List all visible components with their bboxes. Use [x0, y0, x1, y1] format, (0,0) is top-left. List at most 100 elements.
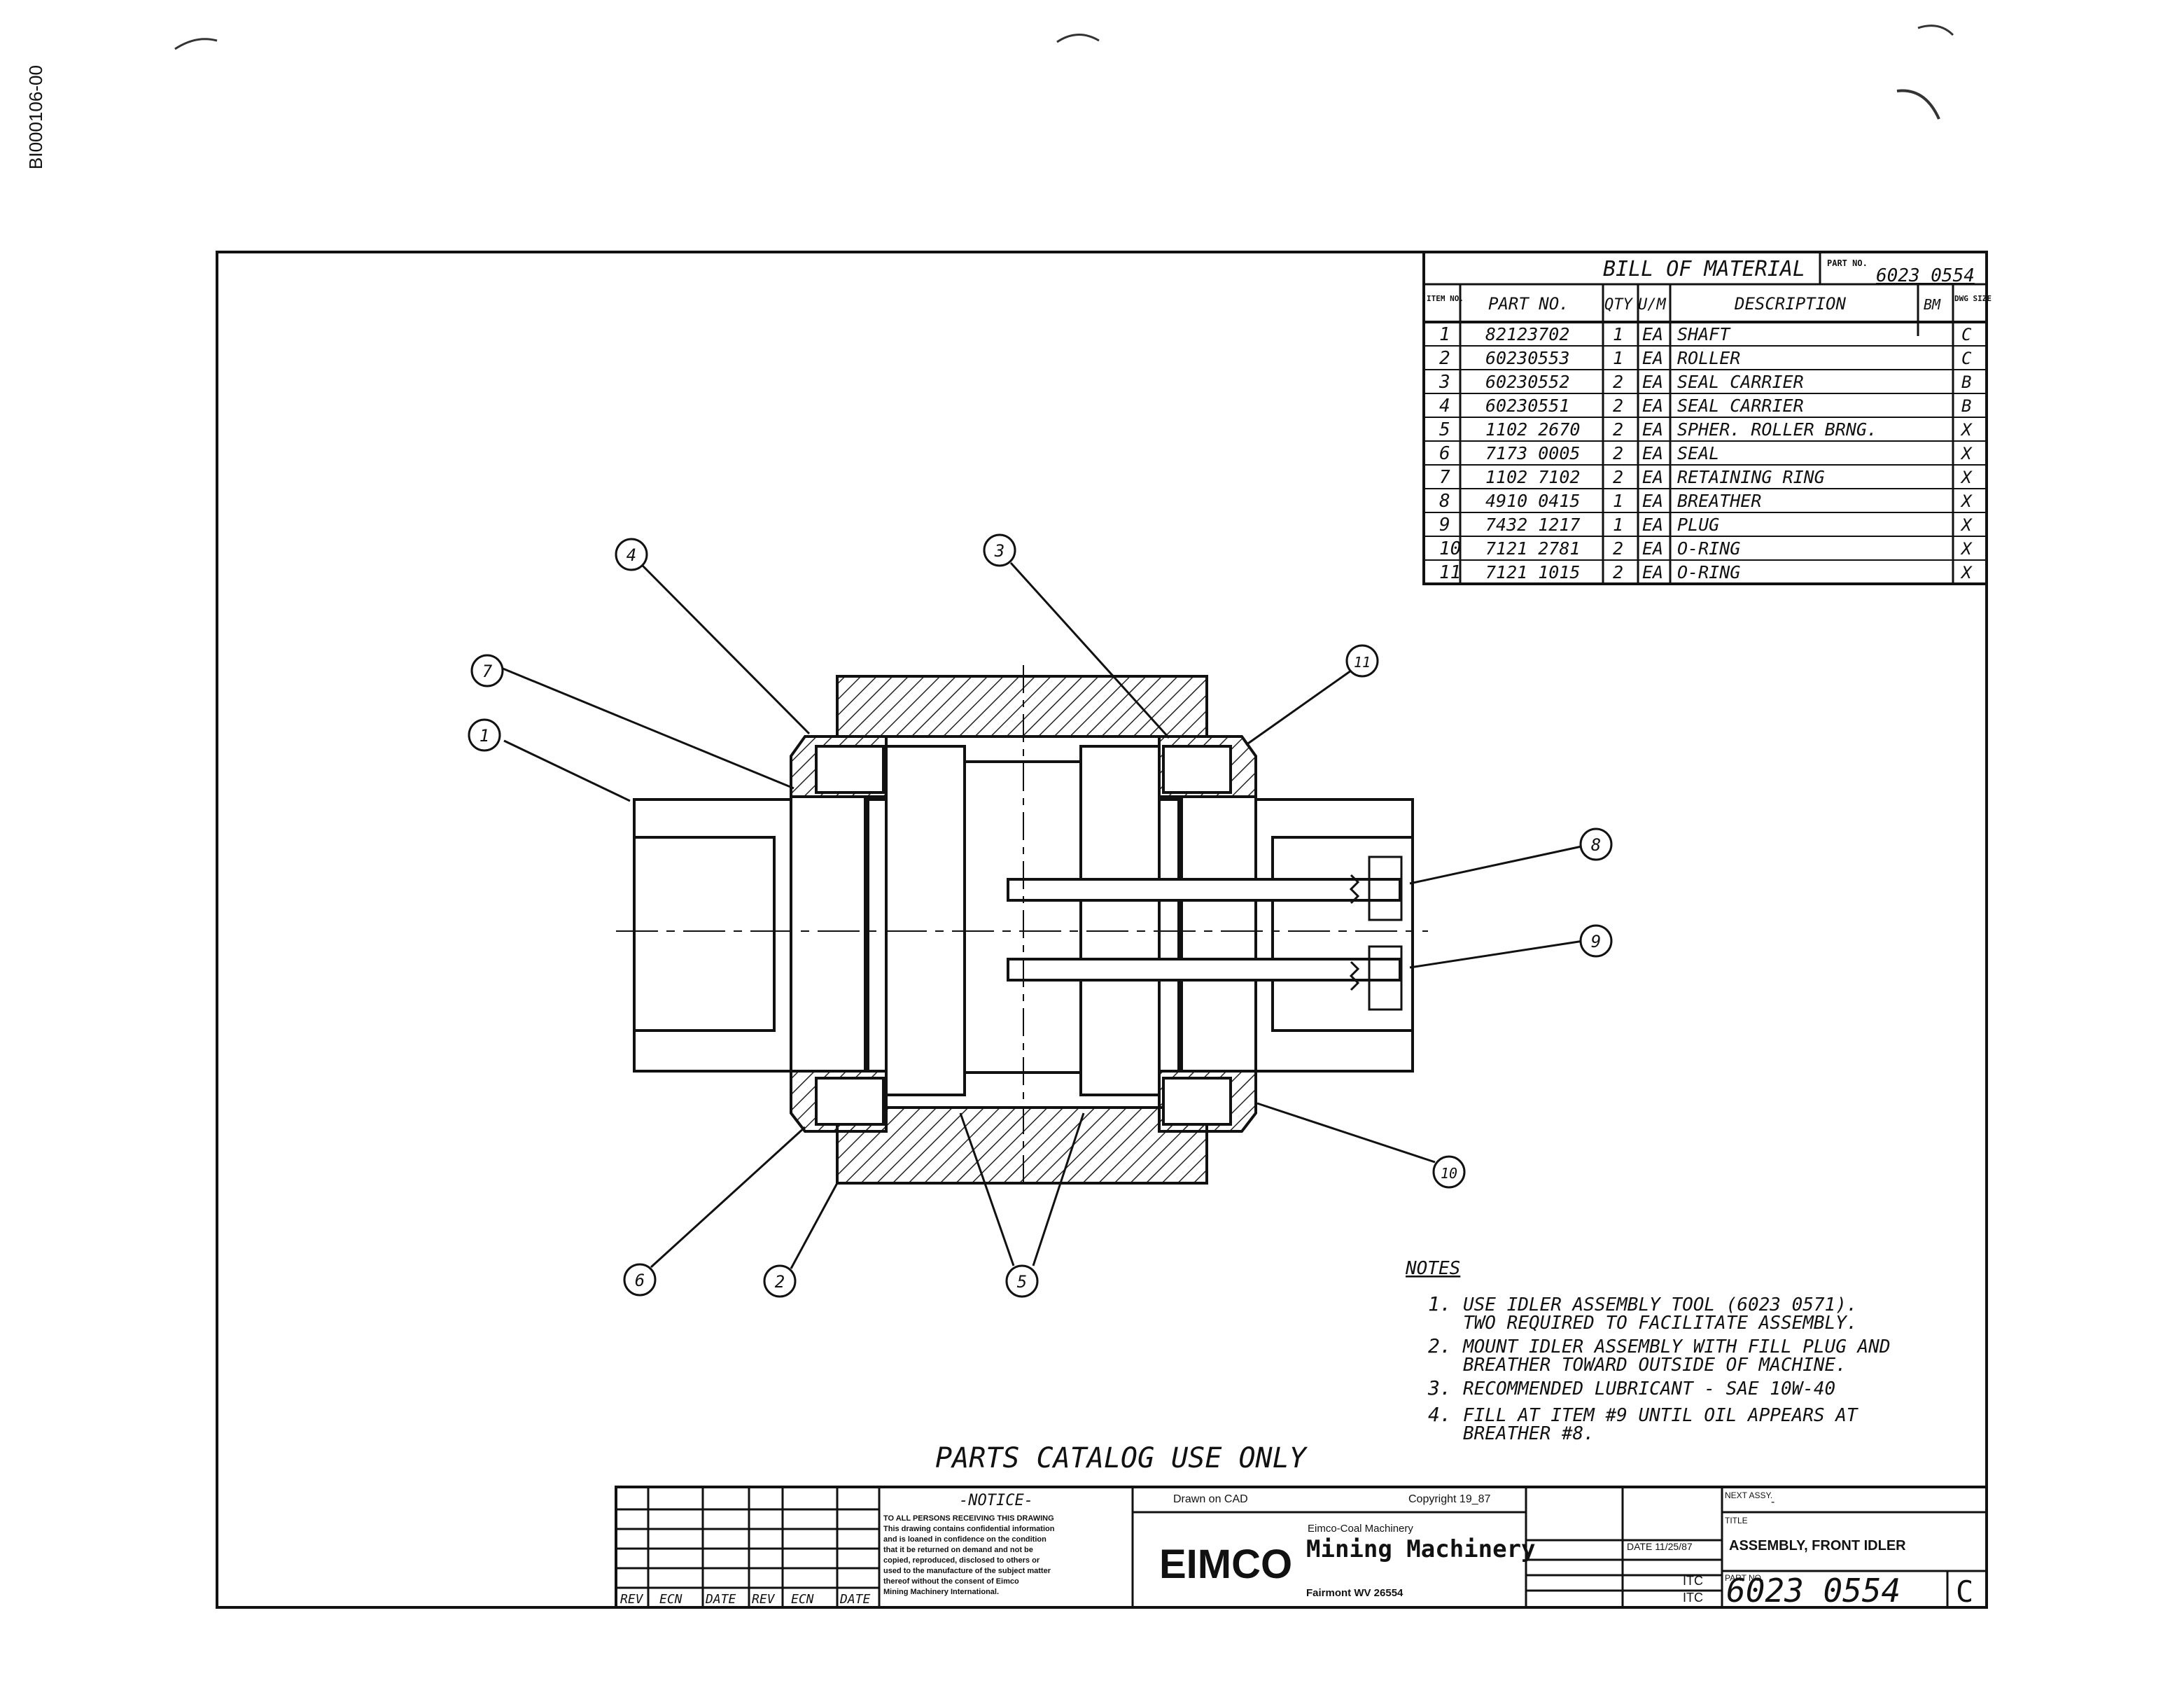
- bom-row-description: SEAL CARRIER: [1677, 372, 1804, 392]
- bom-rows-frame: [1422, 321, 1988, 585]
- balloon-number: 2: [775, 1272, 785, 1292]
- bom-row-qty: 2: [1613, 419, 1623, 440]
- bom-row-dwg-size: C: [1961, 349, 1972, 368]
- bom-row-qty: 2: [1613, 467, 1623, 487]
- bom-row-dwg-size: X: [1960, 420, 1973, 440]
- notice-line: copied, reproduced, disclosed to others …: [883, 1556, 1040, 1565]
- idler-assembly-section: [616, 665, 1428, 1190]
- note-number: 1.: [1428, 1292, 1452, 1315]
- bom-row-qty: 1: [1613, 515, 1623, 535]
- bom-row-um: EA: [1642, 324, 1663, 344]
- balloon-number: 8: [1591, 835, 1601, 855]
- scan-mark: [1896, 89, 1940, 120]
- bom-row-um: EA: [1642, 515, 1663, 535]
- note-line: MOUNT IDLER ASSEMBLY WITH FILL PLUG AND: [1462, 1336, 1890, 1357]
- bom-row-um: EA: [1642, 538, 1663, 559]
- revision-header: ECN: [659, 1592, 682, 1607]
- bom-row-description: SEAL CARRIER: [1677, 396, 1804, 416]
- bom-header-description: DESCRIPTION: [1734, 294, 1846, 314]
- bom-row-description: SHAFT: [1677, 324, 1731, 344]
- bom-row-qty: 2: [1613, 396, 1623, 416]
- note-line: BREATHER TOWARD OUTSIDE OF MACHINE.: [1463, 1355, 1847, 1376]
- bom-row-qty: 2: [1613, 443, 1623, 463]
- bom-row-item: 8: [1439, 491, 1450, 512]
- bearing-left: [885, 745, 966, 1096]
- notice-title: -NOTICE-: [959, 1492, 1033, 1509]
- next-assy-value: -: [1771, 1496, 1774, 1508]
- bom-row-description: RETAINING RING: [1677, 467, 1825, 487]
- company-small: Eimco-Coal Machinery: [1308, 1523, 1413, 1535]
- bom-row-dwg-size: X: [1960, 515, 1973, 535]
- bom-row-item: 11: [1439, 562, 1461, 583]
- bom-row-description: O-RING: [1677, 538, 1740, 559]
- balloon-number: 5: [1017, 1272, 1027, 1292]
- notice-line: Mining Machinery International.: [883, 1588, 999, 1596]
- title-label: TITLE: [1725, 1516, 1748, 1525]
- notice-line: This drawing contains confidential infor…: [883, 1525, 1055, 1533]
- revision-grid: [616, 1487, 881, 1607]
- notice-line: and is loaned in confidence on the condi…: [883, 1535, 1046, 1544]
- part-no-label: PART NO.: [1725, 1573, 1763, 1583]
- note-line: TWO REQUIRED TO FACILITATE ASSEMBLY.: [1463, 1313, 1858, 1334]
- bom-row-um: EA: [1642, 396, 1663, 416]
- bom-row-part-no: 4910 0415: [1485, 491, 1580, 511]
- bom-row-um: EA: [1642, 443, 1663, 463]
- balloon-number: 6: [635, 1271, 645, 1290]
- bom-row-um: EA: [1642, 467, 1663, 487]
- bom-header-dwg-size: DWG SIZE: [1954, 294, 1991, 303]
- bom-header-um: U/M: [1638, 296, 1666, 314]
- balloon-number: 4: [626, 545, 636, 565]
- notice-line: TO ALL PERSONS RECEIVING THIS DRAWING: [883, 1514, 1054, 1523]
- bill-of-material: BILL OF MATERIAL PART NO. 6023 0554 ITEM…: [1422, 251, 1991, 585]
- notes: NOTES 1.USE IDLER ASSEMBLY TOOL (6023 05…: [1405, 1258, 1890, 1444]
- note-number: 2.: [1428, 1334, 1452, 1357]
- note-line: BREATHER #8.: [1463, 1423, 1595, 1444]
- balloon-circle: [1345, 644, 1379, 678]
- bom-title: BILL OF MATERIAL: [1603, 257, 1805, 281]
- bom-row-description: ROLLER: [1677, 348, 1740, 368]
- bom-row-qty: 1: [1613, 491, 1623, 511]
- breather-channel: [1007, 878, 1401, 902]
- revision-header: REV: [752, 1592, 776, 1607]
- bom-row-part-no: 82123702: [1485, 324, 1569, 344]
- drawing-title: ASSEMBLY, FRONT IDLER: [1729, 1538, 1906, 1553]
- balloon-number: 10: [1441, 1165, 1457, 1182]
- notes-heading: NOTES: [1405, 1258, 1460, 1279]
- copyright: Copyright 19_87: [1408, 1493, 1491, 1505]
- revision-header: DATE: [705, 1592, 736, 1607]
- bom-row-qty: 2: [1613, 538, 1623, 559]
- bom-row-qty: 2: [1613, 372, 1623, 392]
- bom-row-item: 9: [1439, 515, 1450, 536]
- notice-line: that it be returned on demand and not be: [883, 1546, 1033, 1554]
- bom-row-dwg-size: C: [1961, 325, 1972, 344]
- bom-header-qty: QTY: [1604, 296, 1633, 314]
- bom-row-dwg-size: X: [1960, 468, 1973, 487]
- bom-row-qty: 1: [1613, 324, 1623, 344]
- drawn-on-cad: Drawn on CAD: [1173, 1493, 1248, 1505]
- bom-row-part-no: 7432 1217: [1485, 515, 1580, 535]
- balloon-circle: [468, 718, 501, 752]
- bom-row-item: 7: [1439, 467, 1450, 488]
- drawing-part-number: 6023 0554: [1726, 1572, 1900, 1609]
- checked-by: ITC: [1683, 1591, 1703, 1605]
- revision-header: DATE: [839, 1592, 871, 1607]
- bom-row-um: EA: [1642, 419, 1663, 440]
- bom-row-um: EA: [1642, 372, 1663, 392]
- next-assy-label: NEXT ASSY.: [1725, 1490, 1772, 1500]
- bom-row-dwg-size: B: [1961, 372, 1971, 392]
- balloon-circle: [1579, 924, 1613, 958]
- note-number: 3.: [1427, 1376, 1452, 1399]
- bom-row-dwg-size: X: [1960, 539, 1973, 559]
- bom-row-part-no: 7173 0005: [1485, 443, 1580, 463]
- bom-row-part-no: 60230552: [1485, 372, 1569, 392]
- bom-row-description: PLUG: [1677, 515, 1719, 535]
- balloon-number: 3: [994, 541, 1004, 561]
- bom-row-part-no: 7121 1015: [1485, 562, 1580, 582]
- balloon-circle: [983, 533, 1016, 567]
- bom-row-um: EA: [1642, 491, 1663, 511]
- note-line: FILL AT ITEM #9 UNTIL OIL APPEARS AT: [1463, 1405, 1858, 1426]
- bom-row-part-no: 60230553: [1485, 348, 1569, 368]
